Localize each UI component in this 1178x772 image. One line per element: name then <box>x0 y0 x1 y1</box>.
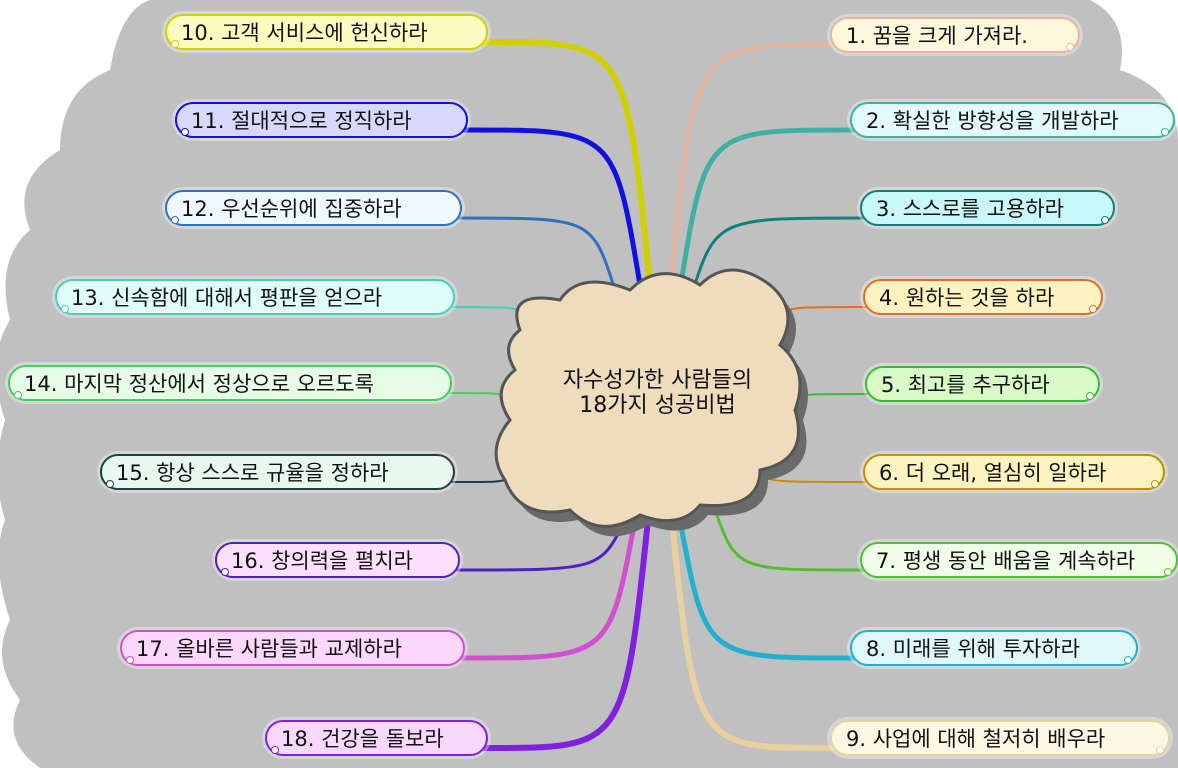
branch-node-9[interactable]: 9. 사업에 대해 철저히 배우라 <box>830 720 1170 756</box>
branch-label: 3. 스스로를 고용하라 <box>876 197 1064 221</box>
branch-connector <box>713 509 1166 572</box>
central-topic-line1: 자수성가한 사람들의 <box>562 368 753 393</box>
central-topic[interactable]: 자수성가한 사람들의 18가지 성공비법 <box>515 368 800 418</box>
branch-node-4[interactable]: 4. 원하는 것을 하라 <box>863 279 1103 315</box>
branch-label: 17. 올바른 사람들과 교제하라 <box>136 637 402 661</box>
branch-label: 10. 고객 서비스에 헌신하라 <box>181 21 428 45</box>
expand-handle-icon[interactable] <box>1086 392 1094 400</box>
branch-label: 7. 평생 동안 배움을 계속하라 <box>876 549 1136 573</box>
expand-handle-icon[interactable] <box>1089 305 1097 313</box>
expand-handle-icon[interactable] <box>1151 480 1159 488</box>
branch-node-2[interactable]: 2. 확실한 방향성을 개발하라 <box>850 102 1175 138</box>
branch-connector <box>187 127 643 286</box>
branch-label: 4. 원하는 것을 하라 <box>879 286 1055 310</box>
branch-node-10[interactable]: 10. 고객 서비스에 헌신하라 <box>165 14 488 50</box>
branch-connector <box>669 521 1158 751</box>
expand-handle-icon[interactable] <box>106 480 114 488</box>
expand-handle-icon[interactable] <box>171 216 179 224</box>
expand-handle-icon[interactable] <box>61 305 69 313</box>
branch-label: 12. 우선순위에 집중하라 <box>181 197 402 221</box>
branch-node-18[interactable]: 18. 건강을 돌보라 <box>265 720 488 756</box>
branch-label: 13. 신속함에 대해서 평판을 얻으라 <box>71 286 383 310</box>
branch-connector <box>688 216 1103 301</box>
branch-connector <box>668 43 1068 291</box>
central-topic-line2: 18가지 성공비법 <box>579 393 736 418</box>
branch-node-12[interactable]: 12. 우선순위에 집중하라 <box>165 190 462 226</box>
branch-label: 18. 건강을 돌보라 <box>281 727 444 751</box>
branch-node-16[interactable]: 16. 창의력을 펼치라 <box>215 542 460 578</box>
branch-label: 16. 창의력을 펼치라 <box>231 549 413 573</box>
branch-node-5[interactable]: 5. 최고를 추구하라 <box>865 366 1100 402</box>
branch-connector <box>277 519 651 751</box>
branch-label: 2. 확실한 방향성을 개발하라 <box>866 109 1119 133</box>
branch-label: 1. 꿈을 크게 가져라. <box>846 24 1028 48</box>
expand-handle-icon[interactable] <box>271 746 279 754</box>
branch-label: 6. 더 오래, 열심히 일하라 <box>879 461 1107 485</box>
branch-node-13[interactable]: 13. 신속함에 대해서 평판을 얻으라 <box>55 279 455 315</box>
branch-connector <box>677 519 1126 661</box>
expand-handle-icon[interactable] <box>14 391 22 399</box>
branch-label: 11. 절대적으로 정직하라 <box>191 109 412 133</box>
branch-connector <box>227 519 627 572</box>
expand-handle-icon[interactable] <box>181 128 189 136</box>
branch-node-14[interactable]: 14. 마지막 정산에서 정상으로 오르도록 <box>8 365 452 401</box>
expand-handle-icon[interactable] <box>1161 128 1169 136</box>
expand-handle-icon[interactable] <box>1164 568 1172 576</box>
expand-handle-icon[interactable] <box>221 568 229 576</box>
expand-handle-icon[interactable] <box>126 656 134 664</box>
branch-node-15[interactable]: 15. 항상 스스로 규율을 정하라 <box>100 454 455 490</box>
expand-handle-icon[interactable] <box>171 40 179 48</box>
branch-label: 5. 최고를 추구하라 <box>881 373 1050 397</box>
branch-node-17[interactable]: 17. 올바른 사람들과 교제하라 <box>120 630 465 666</box>
central-cloud[interactable] <box>494 268 808 537</box>
branch-label: 8. 미래를 위해 투자하라 <box>866 637 1080 661</box>
branch-label: 14. 마지막 정산에서 정상으로 오르도록 <box>24 372 374 396</box>
branch-node-6[interactable]: 6. 더 오래, 열심히 일하라 <box>863 454 1165 490</box>
branch-label: 9. 사업에 대해 철저히 배우라 <box>846 727 1106 751</box>
expand-handle-icon[interactable] <box>1156 746 1164 754</box>
expand-handle-icon[interactable] <box>1066 43 1074 51</box>
branch-node-1[interactable]: 1. 꿈을 크게 가져라. <box>830 17 1080 53</box>
branch-node-11[interactable]: 11. 절대적으로 정직하라 <box>175 102 468 138</box>
branch-connector <box>132 519 638 661</box>
branch-node-3[interactable]: 3. 스스로를 고용하라 <box>860 190 1115 226</box>
branch-connector <box>177 216 617 291</box>
expand-handle-icon[interactable] <box>1124 656 1132 664</box>
branch-connector <box>677 127 1163 291</box>
branch-node-7[interactable]: 7. 평생 동안 배움을 계속하라 <box>860 542 1178 578</box>
branch-connector <box>112 479 506 483</box>
branch-node-8[interactable]: 8. 미래를 위해 투자하라 <box>850 630 1138 666</box>
branch-label: 15. 항상 스스로 규율을 정하라 <box>116 461 389 485</box>
branch-connector <box>177 39 653 286</box>
expand-handle-icon[interactable] <box>1101 216 1109 224</box>
